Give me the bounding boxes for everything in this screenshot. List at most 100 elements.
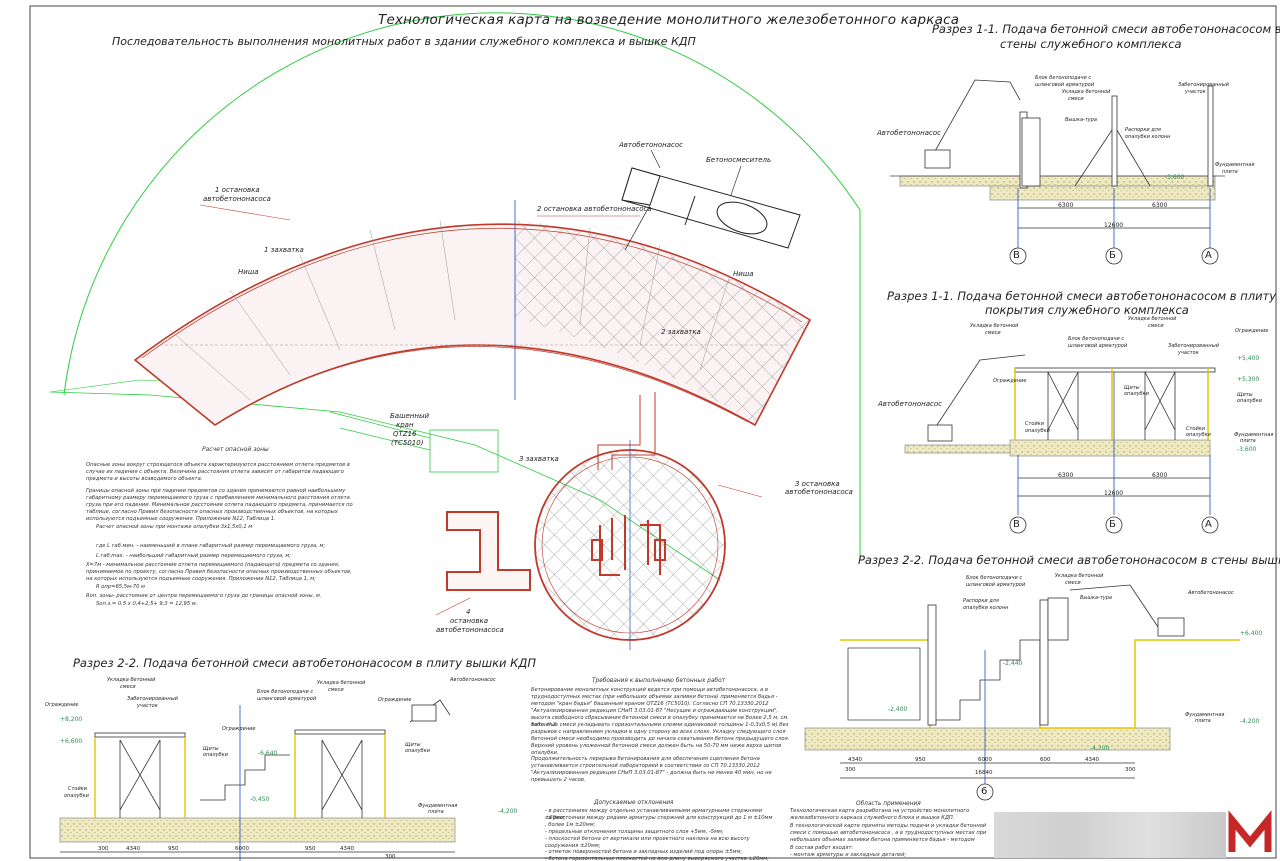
s2w-dim-3: 950 [915,757,926,763]
grip-2-label: 2 захватка [661,328,701,336]
s2s-fence-label: Ограждение [45,702,79,708]
s1w-axis-b: Б [1109,250,1116,261]
scope-p4: - монтаж арматуры и закладных деталей; [790,852,907,858]
grip-1-label: 1 захватка [264,246,304,254]
s2w-level-3: -2,400 [888,706,908,713]
danger-zone-p9: Sоп.з.= 0,5 х 0,4+2,5+ 9,3 = 12,95 м. [96,601,198,607]
s1r-vibrator2-label-a: Укладка бетонной [1128,316,1177,322]
s1r-racks-label-b: опалубки [1025,428,1050,434]
s2s-vibrator2-label-a: Укладка бетонной [317,680,366,686]
danger-zone-p7: R опр=65,5м-70 м [96,584,145,590]
s1r-fence-right-label: Ограждение [1235,328,1269,334]
s1r-vibrator2-label-b: смеси [1148,323,1164,329]
s1r-axis-a: А [1205,519,1212,530]
s2w-total-dim: 16840 [975,770,993,776]
s2s-vibrator2-label-b: смеси [328,687,344,693]
s2s-dim-4: 6000 [235,846,249,852]
danger-zone-p4: где L габ.мин. - наименьший в плане габа… [96,543,326,549]
s1w-pump-arm-label-a: Блок бетоноподачи с [1035,75,1092,81]
s1r-pump-arm-label-a: Блок бетоноподачи с [1068,336,1125,342]
s2w-level-1: +6,400 [1240,630,1263,637]
s1w-vibrator-label-a: Укладка бетонной [1062,89,1111,95]
s1w-tower-lift-label: Вышка-тура [1065,117,1097,123]
s1r-span-2: 6300 [1152,472,1168,479]
stop-2-label: 2 остановка автобетононасоса [537,205,652,213]
s2s-shields2-label-b: опалубки [405,748,430,754]
danger-zone-p3: Расчет опасной зоны при монтаже опалубки… [96,524,253,530]
s2w-tower-lift-label: Вышка-тура [1080,595,1112,601]
site-plan [49,12,861,650]
s1r-fence-left-label: Ограждение [993,378,1027,384]
tolerances-heading: Допускаемые отклонения [594,800,674,806]
s1w-struts-label-b: опалубки колонн [1125,134,1171,140]
s2s-level-2: +6,600 [60,738,83,745]
s1w-span-2: 6300 [1152,202,1168,209]
s2s-racks-label-b: опалубки [64,793,89,799]
danger-zone-p5: L габ.max. - наибольший габаритный разме… [96,553,292,559]
s1w-foundation-label-a: Фундаментная [1215,162,1255,168]
requirements-p2: Бетонные смеси укладывать горизонтальным… [531,722,790,756]
s2s-vibrator-label-a: Укладка бетонной [107,677,156,683]
s2s-vibrator-label-b: смеси [120,684,136,690]
s2s-dim-5: 950 [305,846,316,852]
s1r-level-2: +5,300 [1237,376,1260,383]
s2s-dim-6: 4340 [340,846,354,852]
s2s-pump-label: Автобетононасос [450,677,496,683]
s1w-axis-v: В [1013,250,1020,261]
niche-right-label: Ниша [733,270,754,278]
s1r-shields2-label-a: Щиты [1237,392,1253,398]
s1r-foundation-label-b: плита [1240,438,1256,444]
s2w-dim-5: 600 [1040,757,1051,763]
plan-pump-label: Автобетононасос [619,141,683,149]
s1w-total-dim: 12600 [1104,222,1124,229]
grip-3-label: 3 захватка [519,455,559,463]
s1r-vibrator-label-a: Укладка бетонной [970,323,1019,329]
stop-3-label-a: 3 остановка [795,480,840,488]
s2s-dim-7: 300 [385,854,396,860]
tolerance-item-6: - бетона горизонтальных плоскостей на вс… [545,856,769,861]
s2w-pump-arm-label-b: шланговой арматурой [966,582,1026,588]
s2s-level-4: -0,450 [250,796,270,803]
s1w-pump-arm-label-b: шланговой арматурой [1035,82,1095,88]
section-1-roof-title-line1: Разрез 1-1. Подача бетонной смеси автобе… [887,289,1277,303]
section-2-tower-slab-title: Разрез 2-2. Подача бетонной смеси автобе… [73,656,536,670]
s2w-vibrator-label-a: Укладка бетонной [1055,573,1104,579]
section-1-1-roof [904,354,1219,534]
s2s-concrete-area-label-a: Забетонированный [127,696,178,702]
s1w-axis-a: А [1205,250,1212,261]
s1r-pump-arm-label-b: шланговой арматурой [1068,343,1128,349]
s1r-total-dim: 12600 [1104,490,1124,497]
s1w-pump-label: Автобетононасос [877,129,941,137]
scope-p3: В состав работ входят: [790,845,854,851]
s2s-dim-1: 300 [98,846,109,852]
s2w-dim-7: 300 [1125,767,1136,773]
s1r-foundation-label-a: Фундаментная [1234,432,1274,438]
s1r-axis-v: В [1013,519,1020,530]
stop-3-label-b: автобетононасоса [785,488,853,496]
s1r-level-3: -3,600 [1237,446,1257,453]
crane-label-c: QTZ16 [393,430,417,438]
niche-left-label: Ниша [238,268,259,276]
s2s-pump-arm-label-b: шланговой арматурой [257,696,317,702]
s1r-level-1: +5,400 [1237,355,1260,362]
danger-zone-p8: Rоп. зоны- расстояние от центра перемеща… [86,593,322,599]
s2s-concrete-area-label-b: участок [137,703,158,709]
s2w-axis-6: 6 [981,786,988,797]
blurred-stamp [994,812,1226,858]
requirements-heading: Требования к выполнению бетонных работ [592,678,726,684]
section-2-tower-walls-title: Разрез 2-2. Подача бетонной смеси автобе… [858,553,1280,567]
s2s-racks-label-a: Стойки [68,786,87,792]
s1w-concrete-area-label-a: Забетонированный [1178,82,1229,88]
s2s-foundation-label-a: Фундаментная [418,803,458,809]
stop-4-label-c: автобетононасоса [436,626,504,634]
crane-label-d: (TC5010) [391,439,424,447]
crane-label-a: Башенный [390,412,430,420]
plan-mixer-label: Бетоносмеситель [706,156,772,164]
s2s-pump-arm-label-a: Блок бетоноподачи с [257,689,314,695]
watermark-logo-icon [1228,810,1272,852]
tolerance-item-4: - плоскостей бетона от вертикали или про… [545,836,750,849]
s2w-dim-2: 4340 [848,757,862,763]
s1r-racks-label-a: Стойки [1025,421,1044,427]
danger-zone-p6: Х=7м - минимальное расстояние отлета пер… [86,562,352,582]
scope-p1: Технологическая карта разработана на уст… [790,808,970,821]
